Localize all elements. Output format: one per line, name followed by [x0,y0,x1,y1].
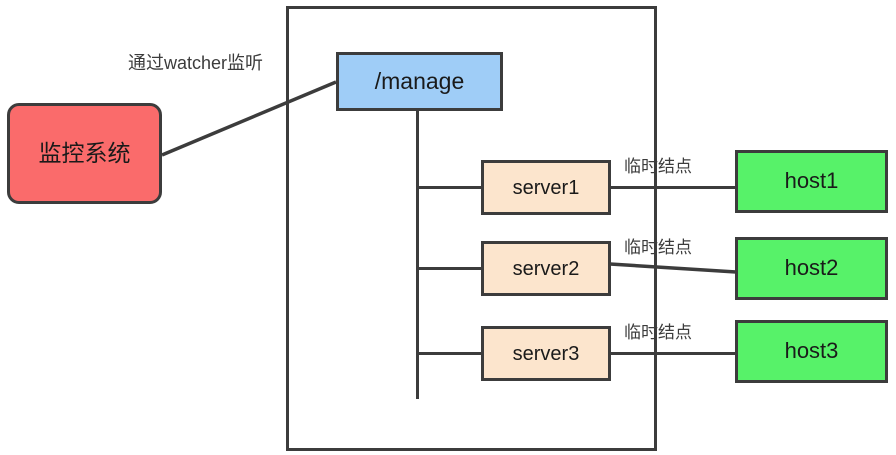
edge-trunk-to-server3 [416,352,483,355]
edge-label-ephemeral-1: 临时结点 [624,157,692,176]
edge-trunk-to-server1 [416,186,483,189]
edge-trunk-to-server2 [416,267,483,270]
edge-server3-to-host3 [609,352,737,355]
node-server1[interactable]: server1 [481,160,611,215]
node-host1-label: host1 [784,168,839,194]
edge-label-ephemeral-3: 临时结点 [624,323,692,342]
node-server2-label: server2 [512,257,580,280]
node-host2[interactable]: host2 [735,237,888,300]
node-server2[interactable]: server2 [481,241,611,296]
node-server1-label: server1 [512,176,580,199]
edge-label-ephemeral-2: 临时结点 [624,238,692,257]
node-server3-label: server3 [512,342,580,365]
node-host3[interactable]: host3 [735,320,888,383]
zookeeper-container-boundary [286,6,657,451]
edge-label-watcher: 通过watcher监听 [128,53,264,73]
node-manage-label: /manage [374,67,465,94]
node-host1[interactable]: host1 [735,150,888,213]
node-host2-label: host2 [784,255,839,281]
node-monitor-system[interactable]: 监控系统 [7,103,162,204]
node-host3-label: host3 [784,338,839,364]
edge-manage-trunk [416,111,419,399]
edge-server1-to-host1 [609,186,737,189]
node-manage[interactable]: /manage [336,52,503,111]
node-server3[interactable]: server3 [481,326,611,381]
node-monitor-system-label: 监控系统 [38,139,131,166]
